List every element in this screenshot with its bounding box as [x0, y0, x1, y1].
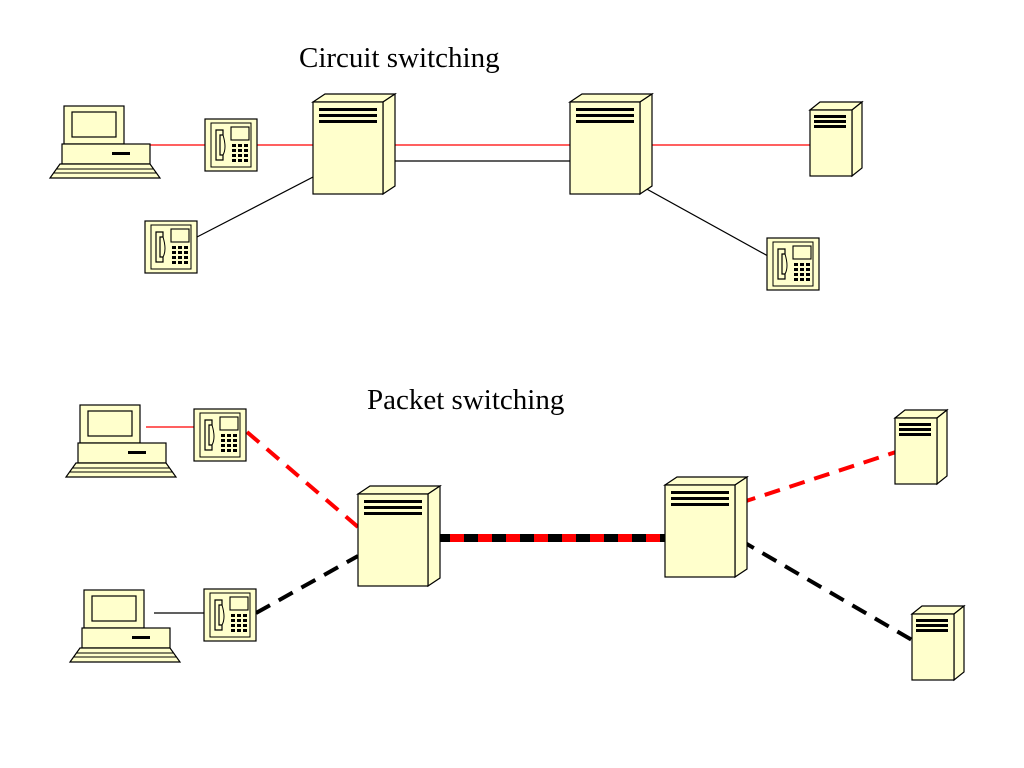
packet-black-stream: [255, 554, 359, 615]
server-tower-icon: [809, 101, 863, 177]
computer-icon: [65, 404, 177, 478]
circuit-black-path: [196, 160, 778, 262]
telephone-icon: [204, 118, 258, 172]
telephone-icon: [766, 237, 820, 291]
packet-black-stream: [738, 538, 914, 642]
switch-tower-icon: [312, 93, 396, 195]
computer-icon: [69, 589, 181, 663]
circuit-switching-title: Circuit switching: [299, 42, 500, 74]
switch-tower-icon: [357, 485, 441, 587]
server-tower-icon: [894, 409, 948, 485]
switch-tower-icon: [664, 476, 748, 578]
computer-icon: [49, 105, 161, 179]
telephone-icon: [203, 588, 257, 642]
packet-red-stream: [739, 450, 897, 505]
server-tower-icon: [911, 605, 965, 681]
packet-red-stream: [245, 430, 360, 529]
telephone-icon: [193, 408, 247, 462]
switch-tower-icon: [569, 93, 653, 195]
packet-switching-title: Packet switching: [367, 384, 564, 416]
telephone-icon: [144, 220, 198, 274]
